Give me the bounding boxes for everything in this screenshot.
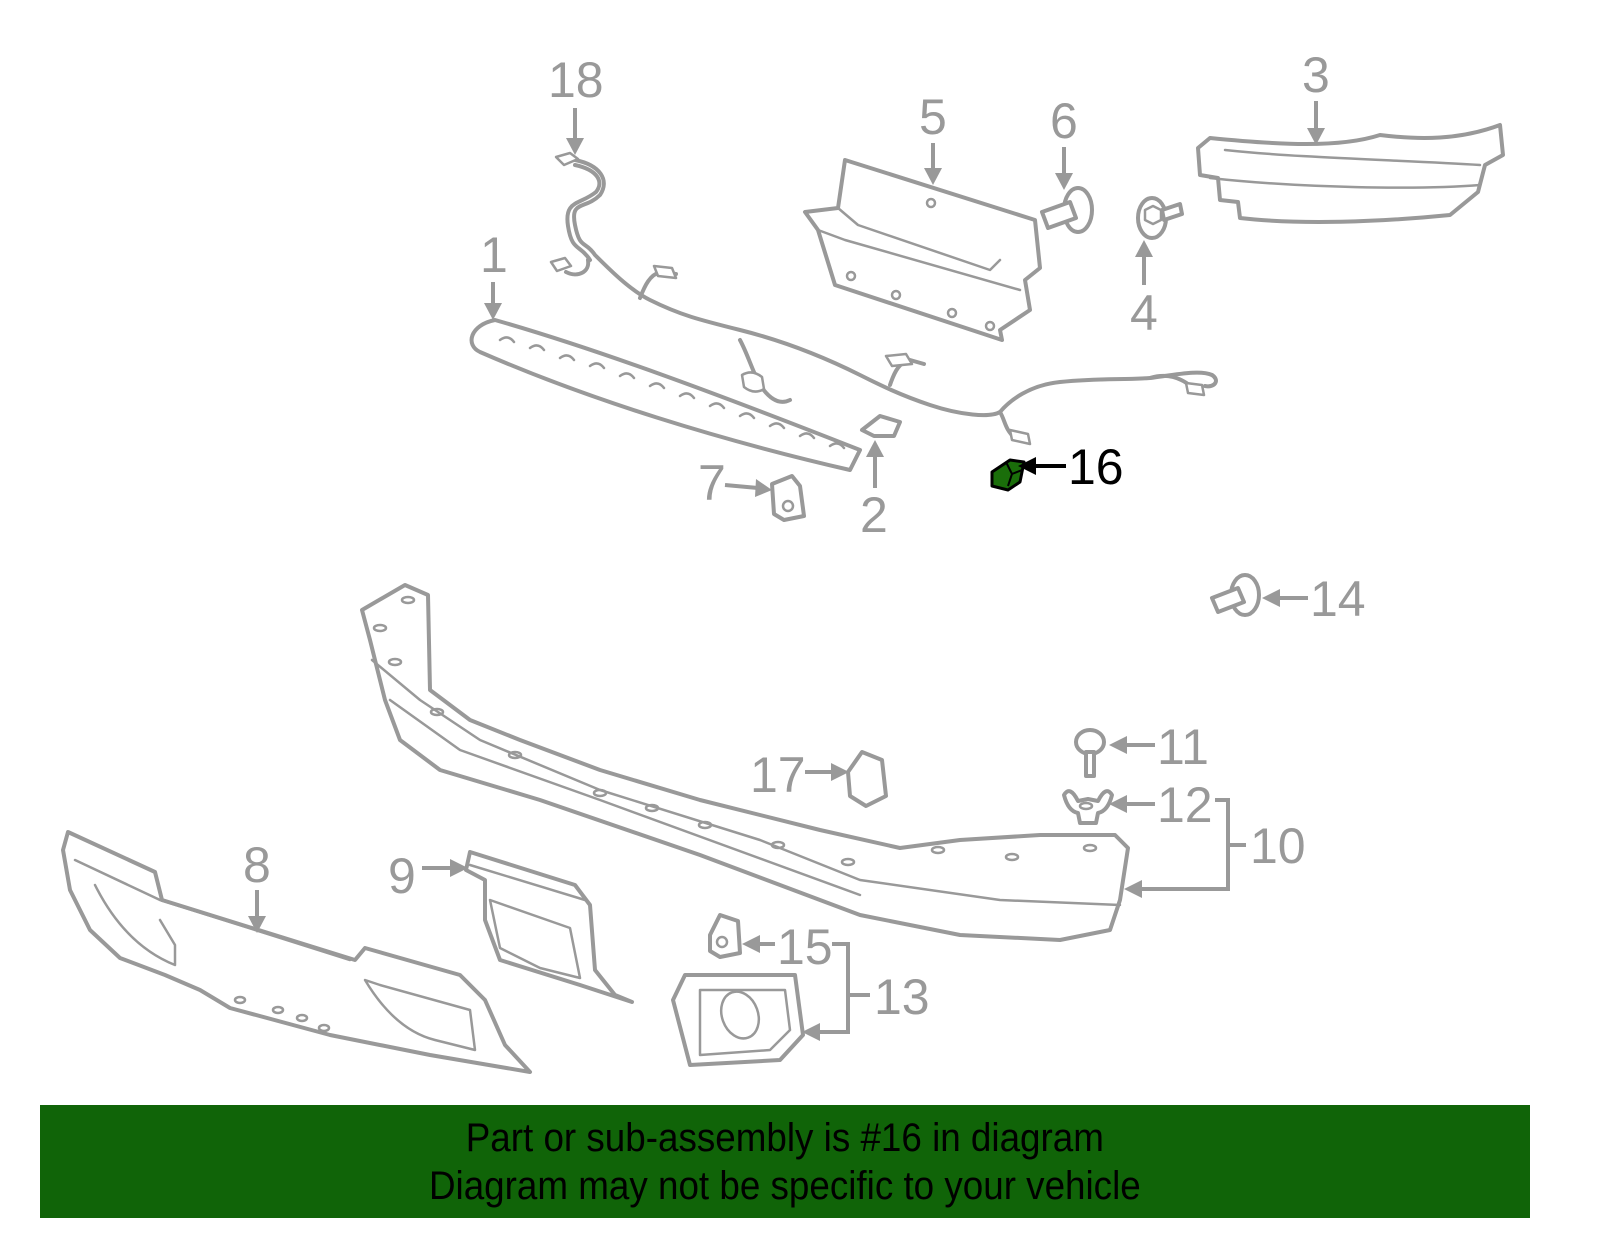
callout-14[interactable]: 14: [1310, 571, 1366, 627]
part-1-absorber[interactable]: [469, 318, 862, 472]
part-12-wing-nut[interactable]: [1062, 789, 1114, 825]
part-4-bolt[interactable]: [1136, 196, 1184, 240]
callout-7[interactable]: 7: [698, 455, 726, 511]
part-15-clip[interactable]: [708, 913, 742, 959]
callout-6[interactable]: 6: [1050, 93, 1078, 149]
callout-8[interactable]: 8: [243, 837, 271, 893]
banner-line-part: Part or sub-assembly is #16 in diagram: [465, 1115, 1105, 1160]
callout-9[interactable]: 9: [388, 848, 416, 904]
part-6-push-pin[interactable]: [1040, 186, 1094, 234]
callout-labels: 18 1 5 6 3 4 2 7 16 14 11 12 10 17 8 9 1…: [243, 47, 1366, 1025]
part-10-bumper-face[interactable]: [360, 583, 1130, 942]
part-2-clip[interactable]: [860, 414, 902, 438]
callout-2[interactable]: 2: [860, 487, 888, 543]
callout-1[interactable]: 1: [480, 227, 508, 283]
part-11-bolt[interactable]: [1074, 728, 1106, 778]
part-3-end-cap[interactable]: [1196, 123, 1505, 224]
callout-3[interactable]: 3: [1302, 47, 1330, 103]
part-5-grille-insert[interactable]: [803, 158, 1042, 342]
callout-16[interactable]: 16: [1068, 439, 1124, 495]
callout-leaders: [248, 101, 1325, 1041]
part-info-banner: Part or sub-assembly is #16 in diagram D…: [40, 1105, 1530, 1218]
callout-15[interactable]: 15: [777, 919, 833, 975]
callout-10[interactable]: 10: [1250, 818, 1306, 874]
part-16-highlighted[interactable]: [990, 458, 1026, 492]
part-17-bracket[interactable]: [846, 750, 888, 808]
callout-17[interactable]: 17: [750, 747, 806, 803]
part-18-wiring-harness[interactable]: [549, 151, 1218, 446]
callout-5[interactable]: 5: [919, 89, 947, 145]
part-14-push-pin[interactable]: [1210, 573, 1261, 617]
callout-13[interactable]: 13: [874, 969, 930, 1025]
part-8-lower-valance[interactable]: [61, 830, 532, 1074]
callout-11[interactable]: 11: [1157, 719, 1209, 775]
callout-4[interactable]: 4: [1130, 285, 1158, 341]
banner-line-disclaimer: Diagram may not be specific to your vehi…: [429, 1163, 1141, 1208]
part-9-bezel[interactable]: [464, 850, 634, 1004]
part-7-bracket[interactable]: [770, 474, 806, 522]
callout-18[interactable]: 18: [548, 52, 604, 108]
part-13-fog-cover[interactable]: [671, 973, 805, 1067]
callout-12[interactable]: 12: [1157, 777, 1213, 833]
